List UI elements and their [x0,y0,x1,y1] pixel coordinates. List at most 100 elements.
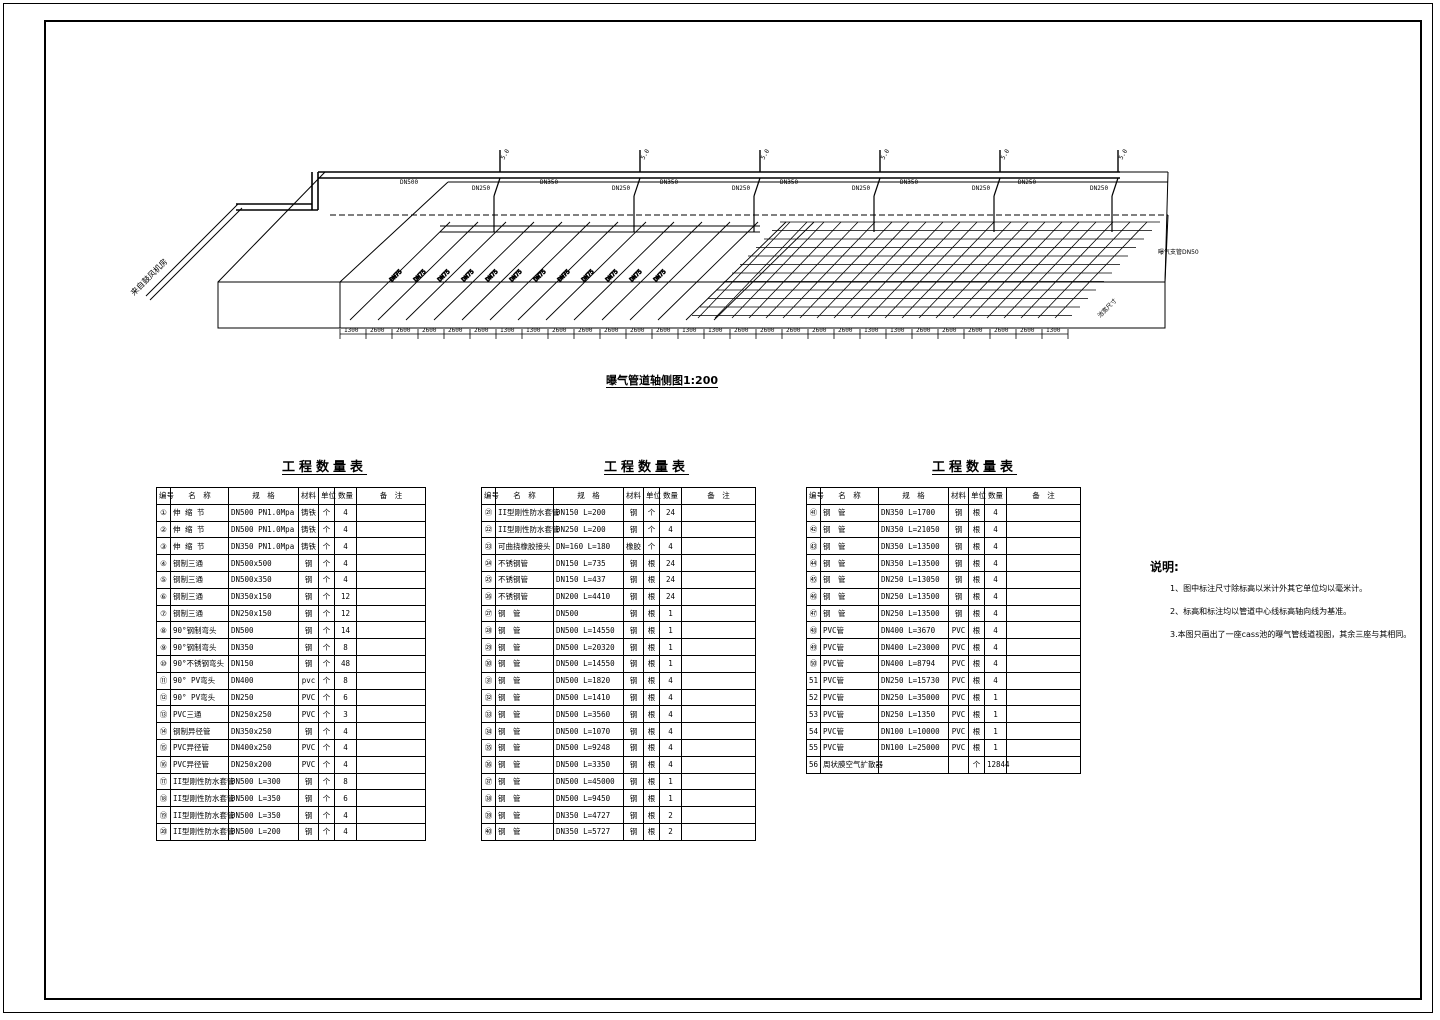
table-cell [356,738,426,757]
table-cell: 根 [968,654,985,673]
outer-border [3,3,1433,1013]
table-cell: PVC三通 [170,705,229,724]
table-cell: 4 [334,570,357,589]
table-cell: 钢 [623,738,644,757]
table-cell: ㉑ [481,503,496,522]
dimension-label: 1300 [708,327,723,334]
table-cell: ㊱ [481,755,496,774]
riser-label: 5.0 [1000,148,1012,161]
table-cell: 钢 [623,671,644,690]
table-cell [681,554,756,572]
column-header: 材料 [623,487,644,505]
table-cell: 1 [659,654,682,673]
table-cell: 个 [318,503,335,522]
table-cell: 根 [968,537,985,556]
branch-pipe [633,177,641,197]
table-cell: 4 [659,671,682,690]
table-cell: PVC管 [820,671,879,690]
table-cell [1006,537,1081,556]
table-cell [681,738,756,757]
table-cell [1006,503,1081,522]
table-cell: ⑦ [156,604,171,623]
table-cell: 个 [318,537,335,556]
table-cell: 钢 [623,722,644,740]
lateral-pipe [685,221,787,321]
table-cell [681,621,756,640]
table-cell: 钢 管 [495,604,554,623]
table-cell: ㉖ [481,587,496,606]
table-cell: 根 [643,654,660,673]
lateral-label: DN75 [556,268,571,283]
table-cell: DN250 L=13500 [878,587,949,606]
table-cell: DN500 L=14550 [553,621,624,640]
table-cell: DN150 L=437 [553,570,624,589]
table-cell [948,755,969,774]
table-cell [356,587,426,606]
column-header: 单位 [968,487,986,505]
table-cell [681,722,756,740]
table-cell: 4 [984,638,1007,656]
lateral-label: DN75 [580,268,595,283]
header-label: DN350 [540,179,558,186]
table-cell: 24 [659,503,682,522]
grid-line [782,221,876,319]
table-cell: DN500 [228,621,299,640]
table-cell: PVC管 [820,705,879,724]
table-cell: 钢制异径管 [170,722,229,740]
table-cell: 钢 [623,621,644,640]
table-cell: ⑰ [156,772,171,791]
table-cell: 根 [643,671,660,690]
lateral-pipe [349,221,451,321]
table-cell [356,604,426,623]
table-cell: 个 [318,806,335,824]
table-cell: DN350x250 [228,722,299,740]
table-cell [1006,554,1081,572]
branch-label: DN250 [612,185,630,192]
table-cell: 周状膜空气扩散器 [820,755,883,774]
table-cell: DN400 L=3670 [878,621,949,640]
column-header: 单位 [318,487,336,505]
table-cell: ㉞ [481,722,496,740]
table-cell: DN500 L=45000 [553,772,624,791]
table-cell: PVC [948,688,969,707]
table-cell: ㉛ [481,671,496,690]
branch-label: DN250 [1090,185,1108,192]
table-cell: 钢制三通 [170,554,229,572]
lateral-label: DN75 [412,268,427,283]
column-header: 规 格 [553,487,624,505]
table-cell: 4 [659,520,682,539]
table-cell: ㉓ [481,537,496,556]
table-cell: 钢 [623,570,644,589]
table-cell: DN400x250 [228,738,299,757]
table-cell: ㉒ [481,520,496,539]
table-cell: 铸铁 [298,520,319,539]
table-cell: DN500 L=350 [228,789,299,808]
table-cell: 不锈钢管 [495,587,554,606]
table-cell [681,772,756,791]
table-cell: 根 [643,604,660,623]
table-cell [356,537,426,556]
table-cell: DN500 L=300 [228,772,299,791]
table-cell: DN250x150 [228,604,299,623]
table-cell [356,705,426,724]
table-cell: DN100 L=10000 [878,722,949,740]
table-cell: 钢 管 [495,789,554,808]
table-cell: DN500 PN1.0Mpa [228,520,299,539]
